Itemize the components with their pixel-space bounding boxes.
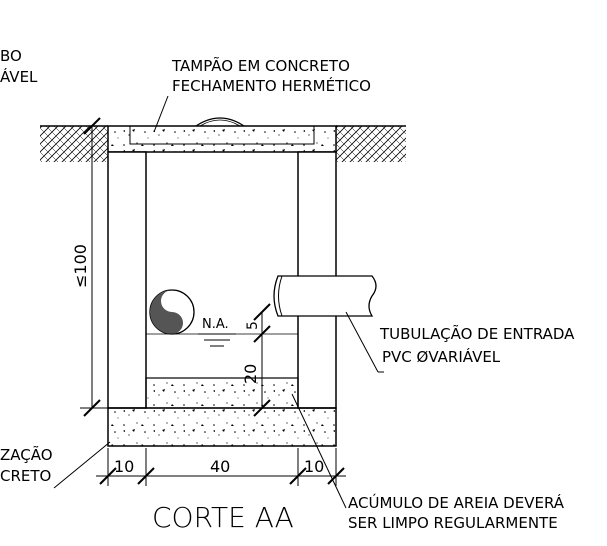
- cover-label-line1: TAMPÃO EM CONCRETO: [171, 56, 350, 75]
- height-dimension-text: ≤100: [71, 244, 90, 288]
- section-title: CORTE AA: [152, 501, 294, 534]
- pipe-label-line1: TUBULAÇÃO DE ENTRADA: [379, 324, 575, 343]
- width-dimension: [96, 448, 346, 486]
- sand-label-line1: ACÚMULO DE AREIA DEVERÁ: [348, 493, 565, 512]
- left-wall: [107, 151, 147, 409]
- wall-left-dimension-text: 10: [114, 457, 134, 476]
- inlet-pipe: [273, 275, 377, 317]
- inner-width-dimension-text: 40: [210, 457, 230, 476]
- height-dimension: [80, 117, 108, 417]
- concrete-lid: [107, 117, 337, 153]
- sand-layer: [145, 377, 299, 409]
- water-level-symbol: [146, 289, 298, 347]
- sand-depth-dimension: [253, 334, 271, 417]
- wall-right-dimension-text: 10: [304, 457, 324, 476]
- ground-left: [40, 125, 108, 162]
- sand-label-line2: SER LIMPO REGULARMENTE: [348, 514, 558, 532]
- cover-label-line2: FECHAMENTO HERMÉTICO: [172, 76, 371, 95]
- base-slab: [107, 407, 337, 447]
- base-label-line2: CRETO: [0, 467, 51, 485]
- sand-depth-dimension-text: 20: [241, 364, 260, 384]
- offset-dimension-text: 5: [245, 321, 261, 330]
- top-left-label-line1: BO: [0, 47, 22, 65]
- ground-right: [336, 125, 406, 162]
- leader-lines: [53, 95, 384, 509]
- top-left-label-line2: ÁVEL: [0, 67, 38, 86]
- pipe-label-line2: PVC ØVARIÁVEL: [382, 347, 501, 366]
- base-label-line1: ZAÇÃO: [0, 445, 53, 464]
- water-level-label: N.A.: [202, 317, 229, 332]
